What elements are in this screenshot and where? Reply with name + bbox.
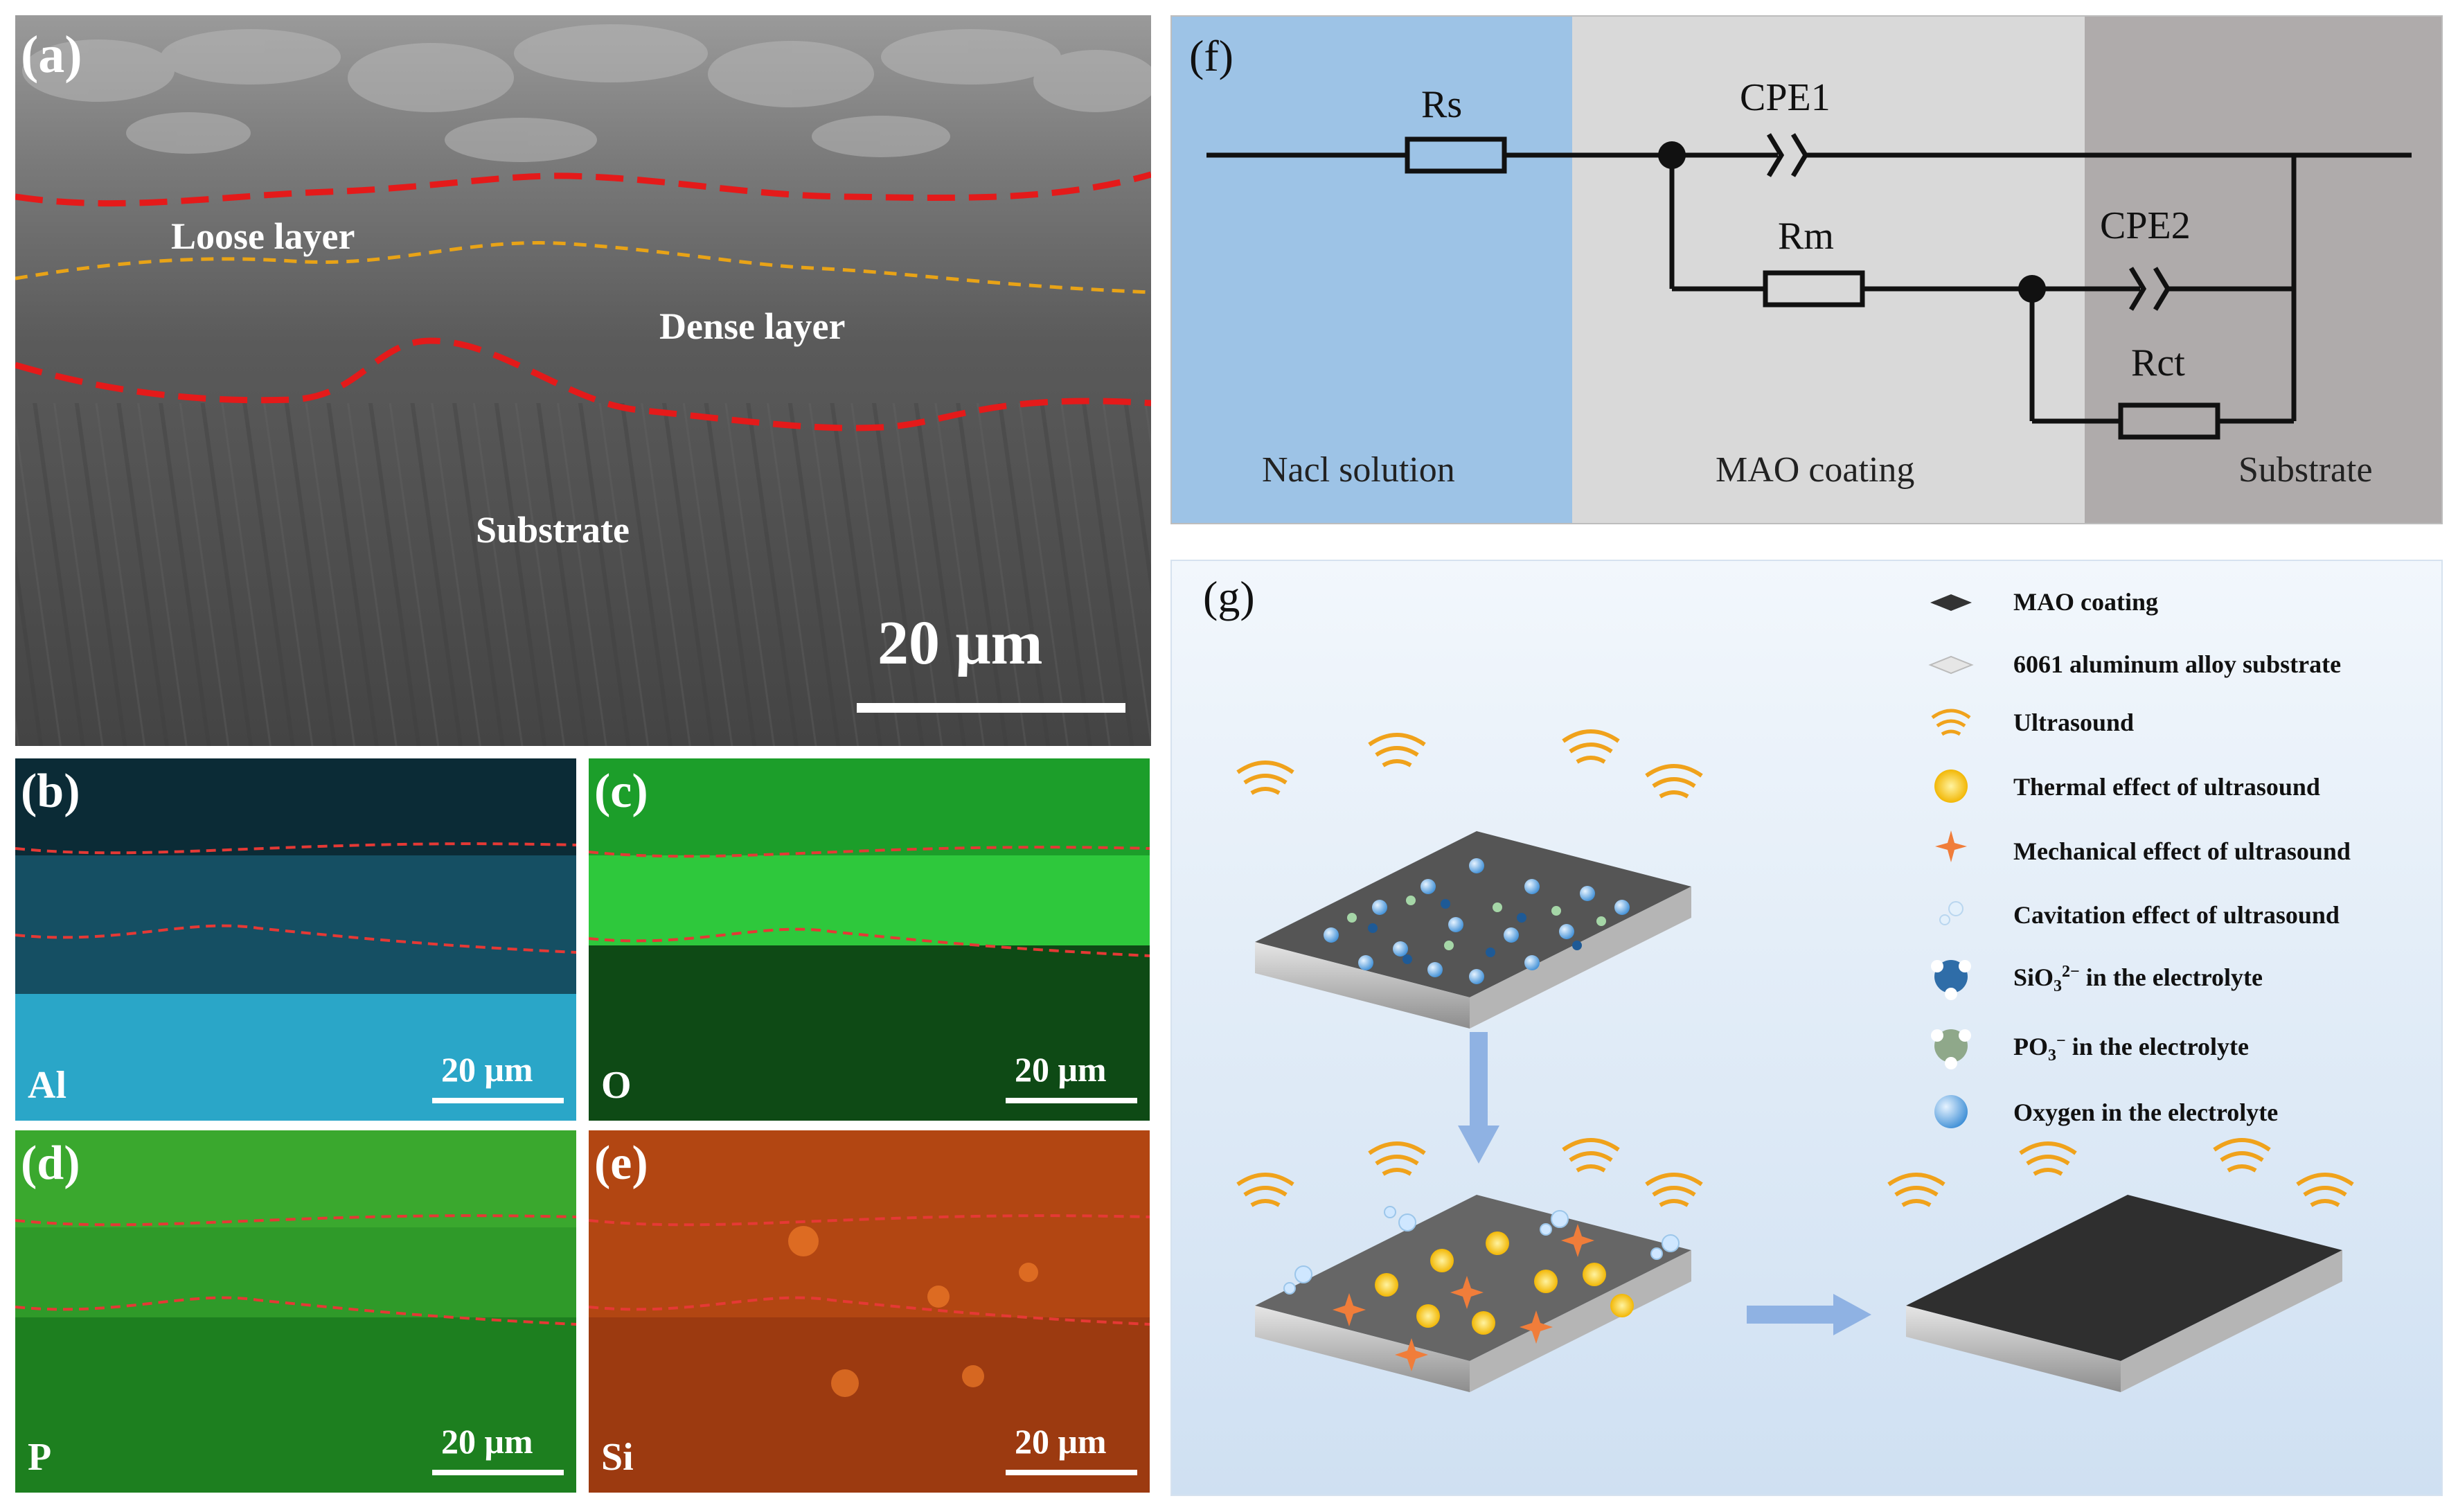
map-b-scale-text: 20 μm xyxy=(441,1050,533,1089)
rct-label: Rct xyxy=(2131,341,2185,384)
circuit-diagram xyxy=(1206,133,2412,440)
panel-g-label: (g) xyxy=(1203,572,1255,621)
oxygen-icon xyxy=(1934,1095,1968,1128)
ultrasound-icon xyxy=(1931,709,1971,736)
scale-bar-text: 20 μm xyxy=(878,609,1043,677)
substrate-icon xyxy=(1928,655,1974,675)
legend-mao: MAO coating xyxy=(2013,588,2158,616)
legend-sio3-base: SiO xyxy=(2013,963,2054,991)
node-1 xyxy=(1658,141,1686,169)
substrate-label: Substrate xyxy=(476,509,630,551)
sem-cross-section-panel: (a) Loose layer Dense layer Substrate 20… xyxy=(15,15,1151,746)
panel-a-label: (a) xyxy=(21,26,82,84)
map-d-scale-text: 20 μm xyxy=(441,1422,533,1461)
map-d-label: (d) xyxy=(21,1137,80,1190)
ultrasound-waves-bottom-left xyxy=(1236,1138,1703,1207)
map-d-element: P xyxy=(28,1436,52,1479)
zone-mao-coating xyxy=(1572,17,2085,523)
eds-map-o: (c) O 20 μm xyxy=(589,758,1150,1121)
zone-coating-label: MAO coating xyxy=(1716,450,1915,490)
eds-map-p: (d) P 20 μm xyxy=(15,1130,576,1493)
map-c-label: (c) xyxy=(594,765,648,818)
sio3-ion-icon xyxy=(1931,960,1971,1000)
node-2 xyxy=(2018,275,2046,303)
legend-cavitation: Cavitation effect of ultrasound xyxy=(2013,901,2340,929)
scale-bar xyxy=(857,703,1125,713)
legend-po3-sup: − xyxy=(2056,1032,2066,1050)
legend-substrate: 6061 aluminum alloy substrate xyxy=(2013,650,2342,678)
legend-po3: PO3− in the electrolyte xyxy=(2013,1032,2249,1065)
eds-map-al: (b) Al 20 μm xyxy=(15,758,576,1121)
thermal-effect-icon xyxy=(1934,770,1968,803)
map-b-element: Al xyxy=(28,1064,66,1107)
po3-ion-icon xyxy=(1931,1029,1971,1069)
dense-layer-label: Dense layer xyxy=(659,305,846,347)
loose-layer-label: Loose layer xyxy=(171,215,355,257)
legend-sio3-sub: 3 xyxy=(2054,977,2063,996)
legend-thermal: Thermal effect of ultrasound xyxy=(2013,773,2320,801)
map-e-scale-text: 20 μm xyxy=(1015,1422,1107,1461)
panel-f-label: (f) xyxy=(1189,31,1234,80)
map-e-element: Si xyxy=(601,1436,634,1479)
rm-label: Rm xyxy=(1778,215,1834,258)
legend-sio3-sup: 2− xyxy=(2062,963,2080,981)
eds-map-si: (e) Si 20 μm xyxy=(589,1130,1150,1493)
map-c-scale-text: 20 μm xyxy=(1015,1050,1107,1089)
legend-sio3: SiO32− in the electrolyte xyxy=(2013,963,2263,996)
dense-substrate-boundary xyxy=(15,337,1151,432)
map-b-label: (b) xyxy=(21,765,80,818)
legend-oxygen: Oxygen in the electrolyte xyxy=(2013,1099,2279,1126)
equivalent-circuit-panel: (f) Rs CPE1 Rm CPE2 Rct Nacl solution MA… xyxy=(1170,15,2443,524)
legend-icons xyxy=(1928,594,1974,1128)
map-d-scale-bar xyxy=(432,1470,564,1475)
map-c-element: O xyxy=(601,1064,632,1107)
cpe1-element xyxy=(1766,133,1785,177)
zone-nacl-solution xyxy=(1172,17,1572,523)
map-c-scale-bar xyxy=(1006,1098,1137,1103)
surface-texture xyxy=(22,24,1151,162)
zone-solution-label: Nacl solution xyxy=(1262,450,1455,490)
map-b-scale-bar xyxy=(432,1098,564,1103)
legend-po3-sub: 3 xyxy=(2048,1047,2056,1065)
legend-sio3-tail: in the electrolyte xyxy=(2079,963,2263,991)
rs-resistor xyxy=(1405,136,1507,174)
zone-substrate-label: Substrate xyxy=(2238,450,2373,490)
map-e-label: (e) xyxy=(594,1137,648,1190)
ultrasound-waves-top xyxy=(1236,729,1703,799)
mao-coating-icon xyxy=(1930,594,1972,611)
legend-mechanical: Mechanical effect of ultrasound xyxy=(2013,837,2351,865)
map-e-scale-bar xyxy=(1006,1470,1137,1475)
rct-resistor xyxy=(2118,402,2220,440)
slab-final xyxy=(1906,1195,2342,1392)
down-arrow xyxy=(1458,1032,1499,1164)
legend-po3-base: PO xyxy=(2013,1033,2048,1060)
legend-po3-tail: in the electrolyte xyxy=(2065,1033,2249,1060)
sem-image xyxy=(15,15,1151,746)
rs-label: Rs xyxy=(1421,83,1463,126)
legend-ultrasound: Ultrasound xyxy=(2013,709,2135,736)
cpe1-label: CPE1 xyxy=(1740,76,1831,119)
rm-resistor xyxy=(1763,270,1865,308)
right-arrow xyxy=(1747,1294,1871,1335)
ultrasound-waves-bottom-right xyxy=(1887,1138,2354,1207)
cpe2-element xyxy=(2128,267,2147,311)
mechanical-effect-icon xyxy=(1935,830,1967,862)
slab-initial xyxy=(1255,831,1691,1029)
slab-treatment xyxy=(1255,1195,1691,1392)
cavitation-effect-icon xyxy=(1939,901,1963,925)
cpe2-label: CPE2 xyxy=(2100,204,2191,247)
loose-layer-top-boundary xyxy=(15,171,1151,207)
mechanism-schematic-panel: (g) xyxy=(1170,560,2443,1496)
mechanism-drawing xyxy=(1236,594,2354,1392)
